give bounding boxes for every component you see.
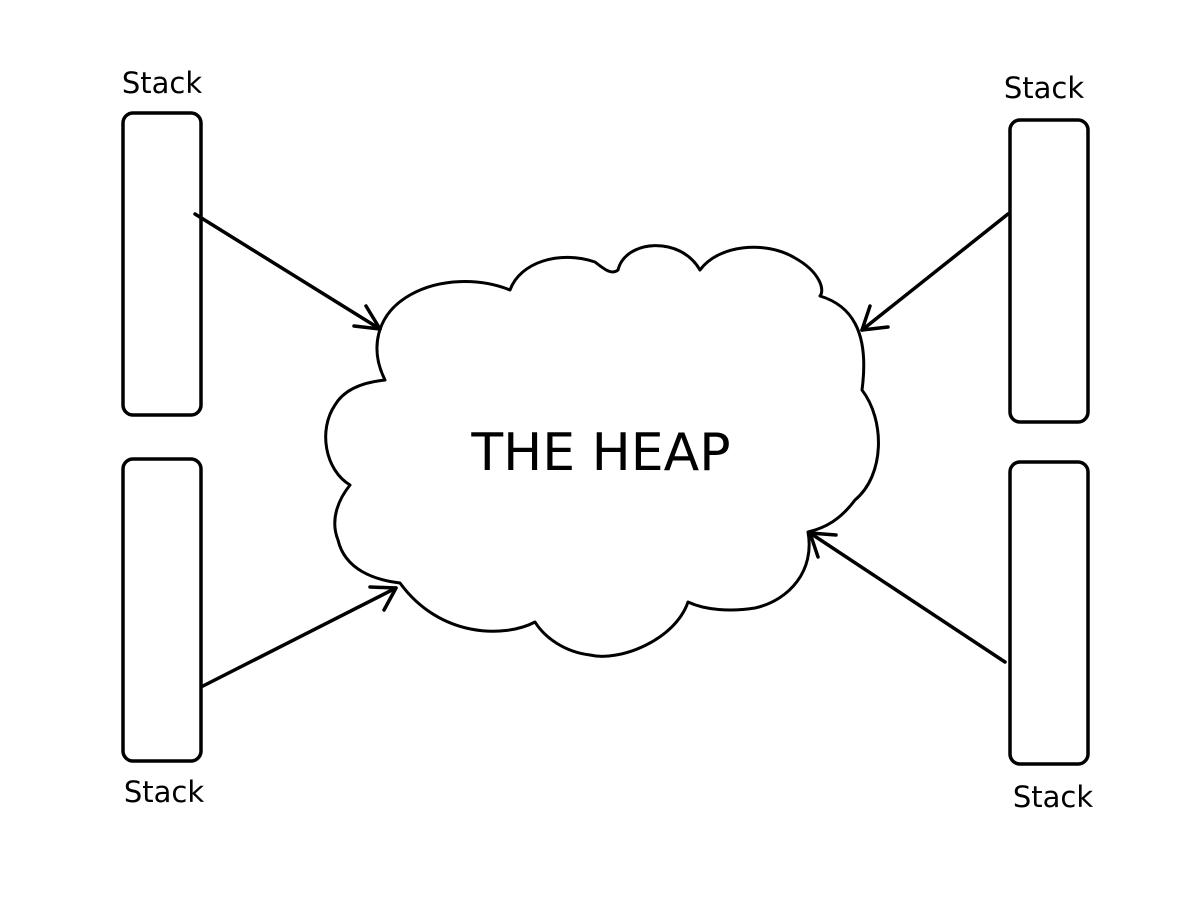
stack-bottom-left: Stack	[121, 457, 204, 809]
arrow-head-top-right	[860, 304, 890, 332]
arrow-shaft-top-right	[860, 212, 1010, 332]
stack-top-left: Stack	[121, 66, 203, 417]
heap-title: THE HEAP	[470, 423, 730, 483]
arrow-bottom-left-to-heap	[201, 585, 398, 688]
arrow-shaft-bottom-right	[808, 531, 1007, 664]
stack-bottom-right: Stack	[1008, 460, 1093, 814]
stack-label-top-left: Stack	[122, 66, 202, 100]
arrow-top-right-to-heap	[860, 212, 1010, 332]
stack-label-bottom-left: Stack	[124, 775, 204, 809]
stack-label-bottom-right: Stack	[1013, 780, 1093, 814]
stack-box-bottom-right	[1008, 460, 1090, 766]
arrow-shaft-bottom-left	[201, 586, 398, 688]
stack-box-top-right	[1008, 118, 1090, 424]
cloud-shape	[324, 244, 880, 658]
arrow-head-bottom-right	[808, 531, 838, 559]
heap-cloud	[324, 244, 880, 658]
arrow-head-top-left	[352, 304, 382, 331]
stack-label-top-right: Stack	[1004, 71, 1084, 105]
stack-box-top-left	[121, 111, 203, 417]
stack-box-bottom-left	[121, 457, 203, 763]
arrow-shaft-top-left	[193, 212, 382, 331]
stack-top-right: Stack	[1004, 71, 1090, 424]
arrow-bottom-right-to-heap	[808, 531, 1007, 664]
arrow-head-bottom-left	[368, 585, 398, 612]
arrow-top-left-to-heap	[193, 212, 382, 331]
